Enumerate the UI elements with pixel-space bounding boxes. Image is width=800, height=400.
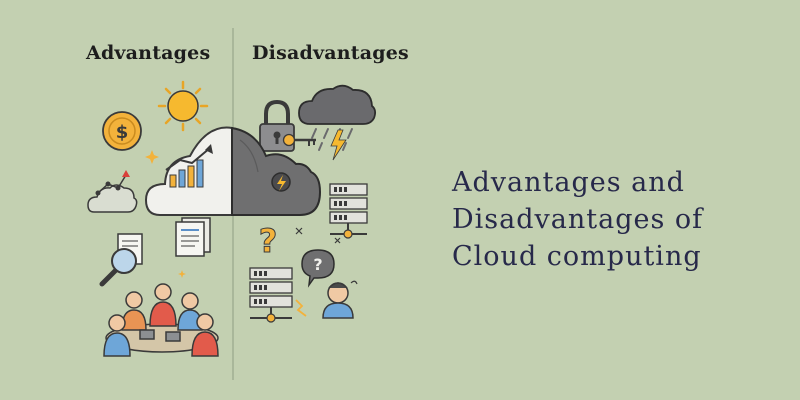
sparkle-icon: [145, 150, 186, 278]
headline-line-2: Disadvantages of: [452, 204, 704, 235]
decor-cross-icon: [295, 227, 341, 244]
key-icon: [282, 133, 316, 147]
server-rack-icon: [329, 183, 368, 239]
svg-text:$: $: [116, 122, 129, 143]
svg-text:?: ?: [259, 222, 278, 260]
disadvantages-label: Disadvantages: [252, 42, 409, 64]
documents-icon: [117, 217, 211, 265]
svg-text:?: ?: [313, 255, 322, 274]
sun-icon: [157, 80, 209, 132]
headline-line-3: Cloud computing: [452, 241, 702, 272]
server-rack-icon: [249, 267, 307, 323]
storm-cloud-icon: [298, 84, 377, 161]
magnifier-icon: [99, 248, 137, 287]
advantages-label: Advantages: [86, 42, 211, 64]
team-meeting-icon: [103, 283, 219, 357]
worried-person-icon: [322, 280, 358, 319]
growth-chart-icon: [165, 144, 213, 188]
question-mark-icon: ?: [258, 222, 278, 261]
small-cloud-network-icon: [87, 170, 138, 213]
question-bubble-icon: ?: [301, 249, 335, 288]
headline: Advantages and Disadvantages of Cloud co…: [452, 164, 752, 275]
dollar-coin-icon: $: [102, 111, 142, 151]
headline-line-1: Advantages and: [452, 167, 685, 198]
dark-cloud-icon: [231, 126, 322, 216]
